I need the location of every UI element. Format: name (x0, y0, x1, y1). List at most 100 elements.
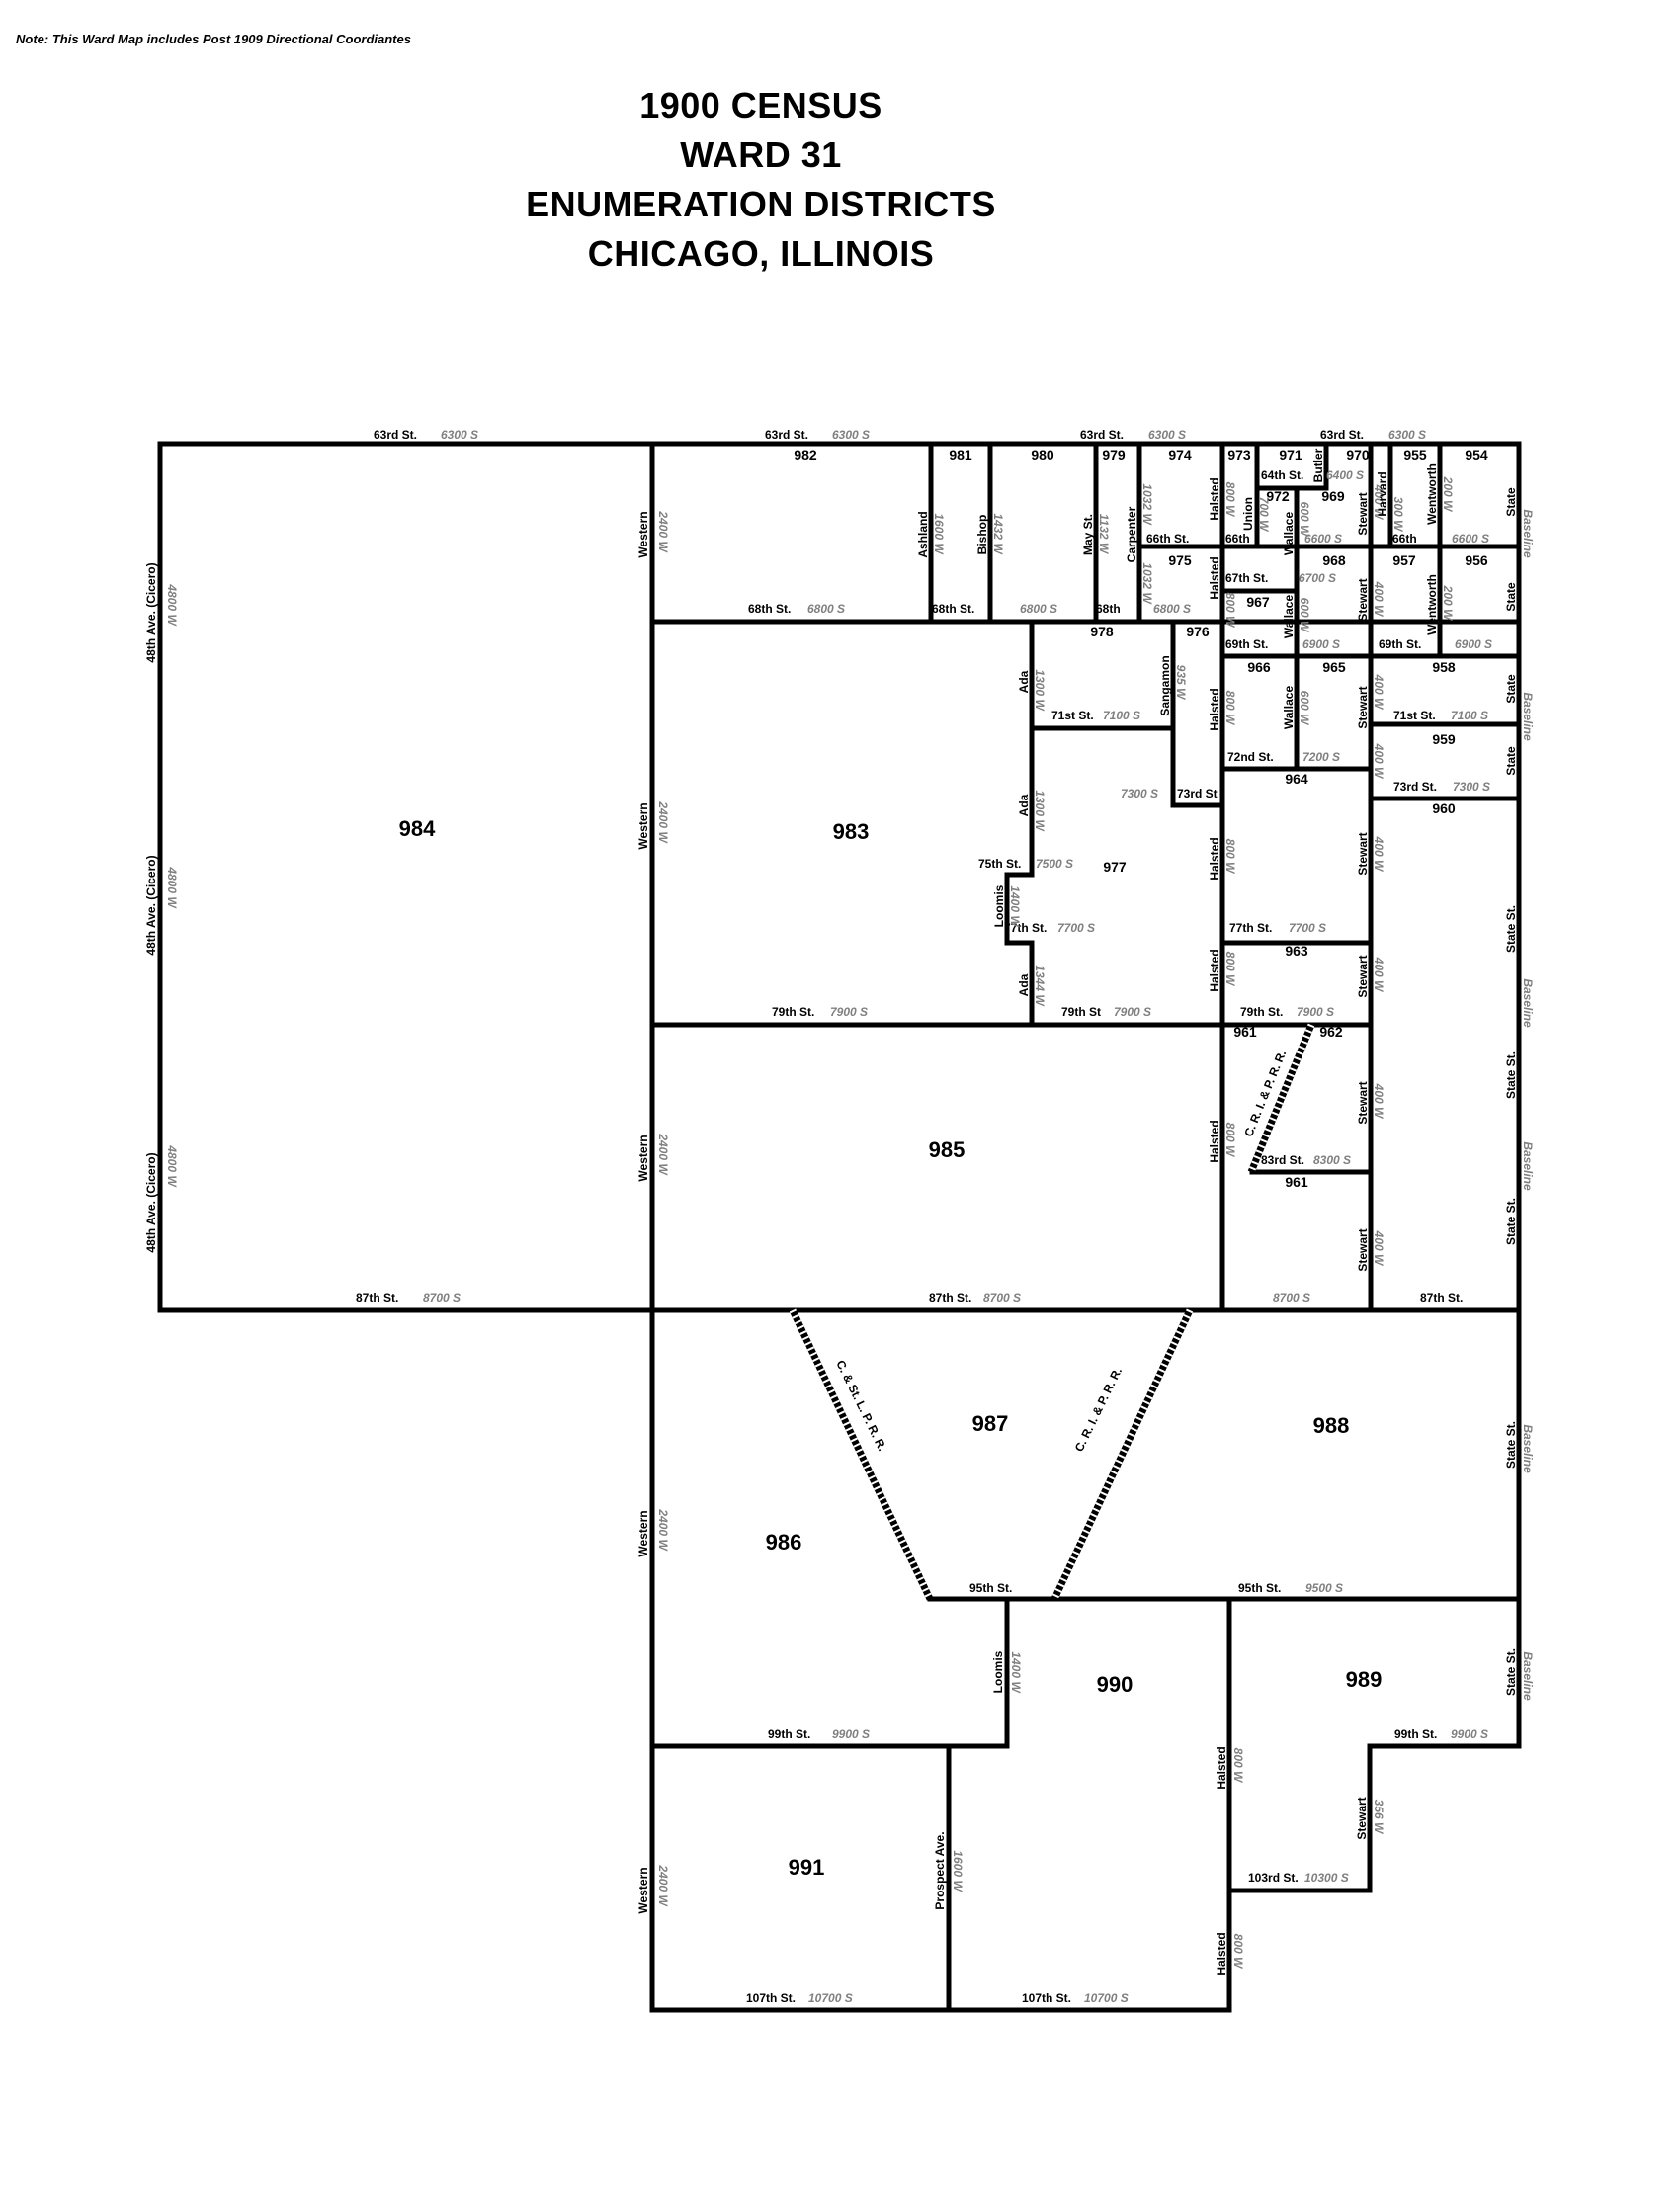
coord-label: 8700 S (983, 1291, 1021, 1304)
district-label: 975 (1168, 552, 1192, 568)
coord-label: 935 W (1174, 665, 1188, 701)
horizontal-street-labels: 63rd St. 6300 S 63rd St. 6300 S 63rd St.… (356, 428, 1492, 2005)
coord-label: 400 W (1372, 674, 1386, 711)
street-label: 95th St. (969, 1581, 1012, 1595)
street-label: Bishop (975, 515, 989, 555)
street-lines (649, 441, 1522, 2013)
coord-label: 400 W (1372, 1083, 1386, 1120)
street-label: 63rd St. (1320, 428, 1364, 442)
coord-label: 1400 W (1009, 1651, 1023, 1694)
street-label: Wallace (1282, 595, 1296, 639)
street-label: Butler (1311, 448, 1325, 482)
coord-label: 10700 S (808, 1991, 853, 2005)
coord-label: 1600 W (932, 513, 946, 555)
district-label: 981 (949, 447, 972, 462)
railroad-label: C. R. I. & P. R. R. (1072, 1365, 1125, 1454)
district-label: 961 (1233, 1024, 1257, 1040)
street-label: 87th St. (1420, 1291, 1463, 1304)
title-line-1: 1900 CENSUS (639, 85, 882, 126)
street-label: 72nd St. (1227, 750, 1274, 764)
street-label: 71st St. (1051, 709, 1094, 722)
street-label: Prospect Ave. (933, 1831, 947, 1909)
street-label: Wallace (1282, 512, 1296, 556)
coord-label: 200 W (1441, 585, 1455, 622)
street-label: 63rd St. (374, 428, 417, 442)
district-label: 980 (1031, 447, 1054, 462)
coord-label: 6600 S (1452, 532, 1489, 546)
coord-label: 1344 W (1033, 965, 1047, 1007)
street-label: 67th St. (1225, 571, 1268, 585)
street-label: Loomis (992, 884, 1006, 927)
coord-label: 2400 W (656, 1508, 670, 1552)
street-label: 77th St. (1004, 921, 1047, 935)
coord-label: 800 W (1231, 1934, 1245, 1970)
street-label: Harvard (1376, 471, 1389, 516)
street-label: Ada (1017, 670, 1031, 693)
coord-label: 1300 W (1033, 790, 1047, 832)
ward-boundary (157, 441, 1522, 2013)
title-line-3: ENUMERATION DISTRICTS (526, 184, 996, 224)
street-label: Stewart (1356, 686, 1370, 728)
street-label: Loomis (991, 1650, 1005, 1693)
coord-label: 9500 S (1305, 1581, 1343, 1595)
street-label: Halsted (1215, 1932, 1228, 1975)
district-label: 988 (1313, 1413, 1350, 1438)
coord-label: 8700 S (423, 1291, 461, 1304)
district-label: 986 (766, 1530, 802, 1555)
title-line-2: WARD 31 (680, 134, 842, 175)
coord-label: 400 W (1372, 484, 1386, 521)
coord-label: 6800 S (1153, 602, 1191, 616)
street-label: 48th Ave. (Cicero) (144, 1152, 158, 1252)
street-label: 68th St. (748, 602, 791, 616)
street-label: Union (1241, 497, 1255, 531)
coord-label: 300 W (1391, 497, 1405, 533)
district-label: 989 (1346, 1667, 1383, 1692)
street-label: State St. (1504, 905, 1518, 953)
coord-label: 600 W (1298, 691, 1311, 726)
coord-label: 7100 S (1103, 709, 1140, 722)
coord-label: 400 W (1372, 581, 1386, 618)
title-line-4: CHICAGO, ILLINOIS (587, 233, 935, 274)
district-label: 965 (1322, 659, 1346, 675)
coord-label: 7300 S (1121, 787, 1158, 800)
street-label: State St. (1504, 1648, 1518, 1696)
district-labels: 984 983 985 986 987 988 989 990 991 982 … (399, 447, 1488, 1880)
coord-label: 2400 W (656, 1864, 670, 1907)
coord-label: 600 W (1298, 598, 1311, 633)
coord-label: Baseline (1521, 1141, 1535, 1191)
map-note: Note: This Ward Map includes Post 1909 D… (16, 32, 411, 46)
coord-label: 1600 W (951, 1850, 965, 1892)
coord-label: 356 W (1372, 1800, 1386, 1835)
district-label: 967 (1246, 594, 1270, 610)
street-label: 95th St. (1238, 1581, 1281, 1595)
street-label: Western (636, 1867, 650, 1913)
street-label: Wentworth (1425, 463, 1439, 525)
street-label: Stewart (1356, 1228, 1370, 1271)
street-label: 48th Ave. (Cicero) (144, 562, 158, 662)
coord-label: 1132 W (1097, 514, 1111, 555)
street-label: Wentworth (1425, 574, 1439, 635)
street-label: Halsted (1208, 837, 1221, 880)
railroads (789, 1023, 1315, 1601)
street-label: 79th St. (1240, 1005, 1283, 1019)
coord-label: 6900 S (1455, 637, 1492, 651)
district-label: 959 (1432, 731, 1456, 747)
street-label: Carpenter (1125, 506, 1138, 562)
district-label: 991 (789, 1855, 825, 1880)
street-label: State (1504, 674, 1518, 704)
coord-label: 6800 S (807, 602, 845, 616)
coord-label: 800 W (1223, 952, 1237, 987)
district-label: 978 (1090, 624, 1114, 639)
street-label: State St. (1504, 1051, 1518, 1099)
coord-label: 7500 S (1036, 857, 1073, 871)
coord-label: 700 W (1257, 497, 1271, 533)
street-label: 107th St. (746, 1991, 796, 2005)
coord-label: 7200 S (1302, 750, 1340, 764)
district-label: 960 (1432, 800, 1456, 816)
coord-label: 8300 S (1313, 1153, 1351, 1167)
street-label: State (1504, 746, 1518, 776)
coord-label: 400 W (1372, 957, 1386, 993)
coord-label: 9900 S (832, 1727, 870, 1741)
street-label: 75th St. (978, 857, 1021, 871)
